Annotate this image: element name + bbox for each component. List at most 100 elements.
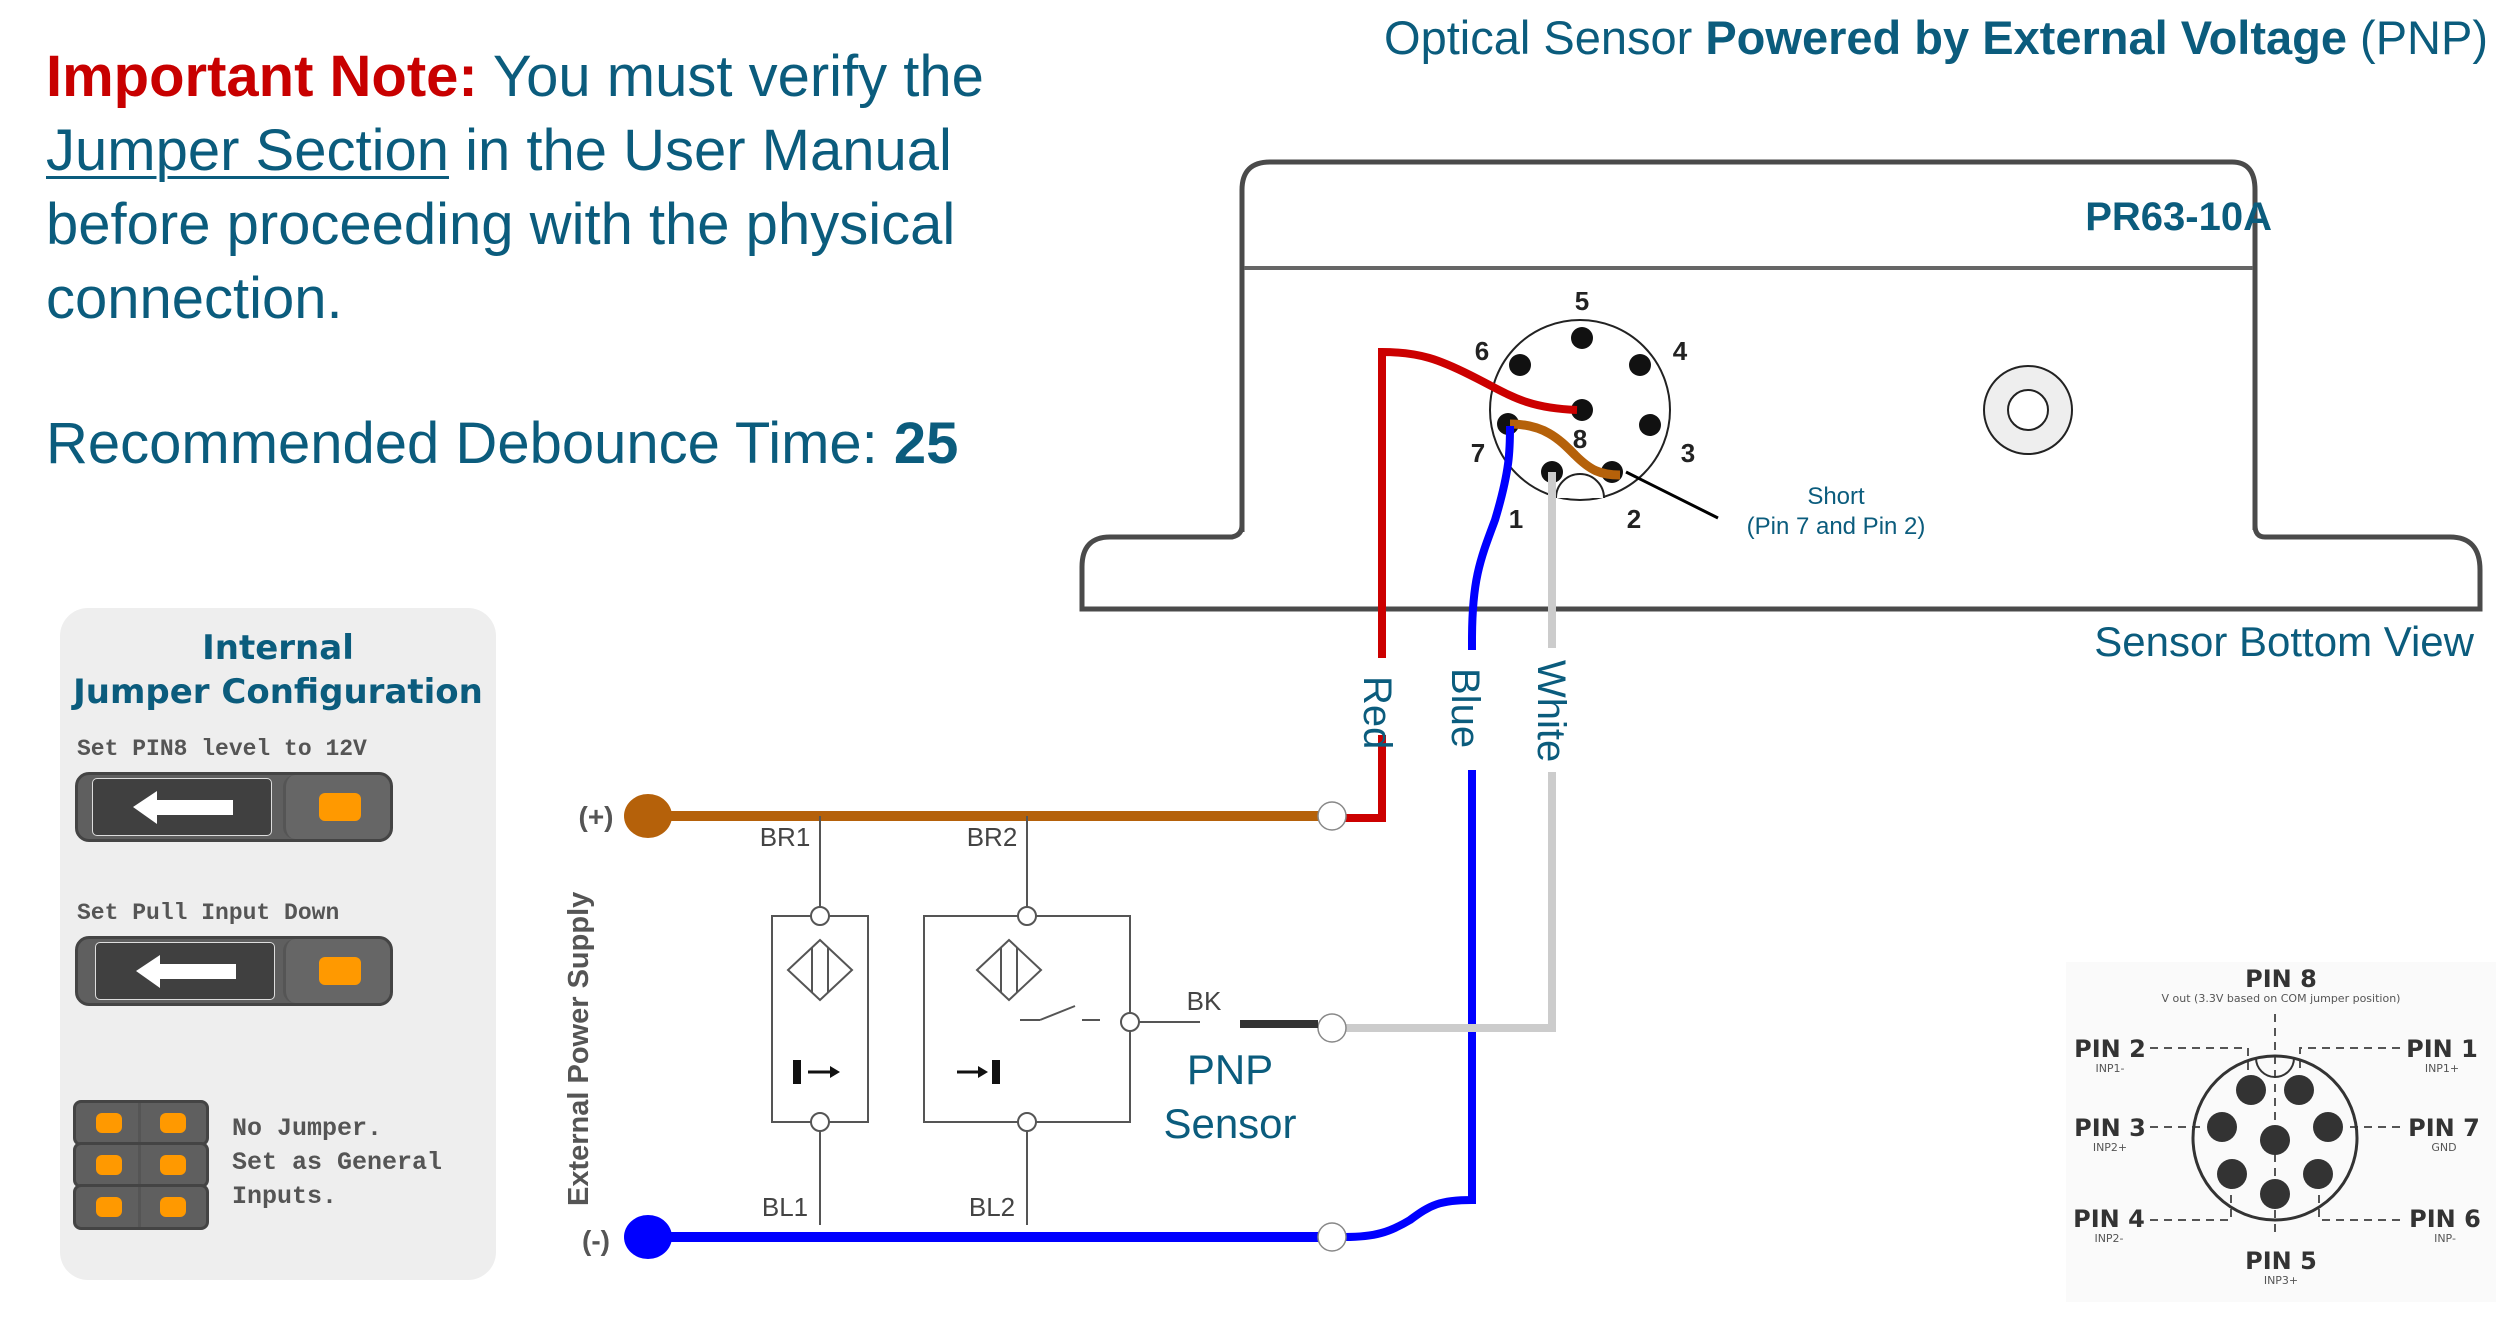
bl2-label: BL2 (969, 1192, 1015, 1222)
pinmap-label-7: PIN 7 GND (2400, 1115, 2488, 1155)
connector-pin-8 (1571, 399, 1593, 421)
jumper-setting-2-label: Set Pull Input Down (77, 900, 340, 926)
short-label: Short (1807, 483, 1865, 510)
pin-desc: INP2+ (2092, 1141, 2128, 1154)
positive-terminal (624, 794, 672, 838)
positive-label: (+) (579, 801, 614, 832)
pin-name: PIN 2 (2074, 1035, 2146, 1063)
pinmap-pin-3 (2207, 1112, 2237, 1142)
external-power-supply-label: External Power Supply (563, 892, 595, 1206)
short-pins-label: (Pin 7 and Pin 2) (1747, 513, 1926, 540)
pin-label-1: 1 (1509, 504, 1523, 534)
pin-label-6: 6 (1475, 336, 1489, 366)
junction-signal (1317, 1013, 1347, 1043)
pin-map-reference: PIN 8 V out (3.3V based on COM jumper po… (2066, 962, 2496, 1302)
pin-name: PIN 3 (2074, 1114, 2146, 1142)
pin-label-3: 3 (1681, 438, 1695, 468)
pinmap-label-3: PIN 3 INP2+ (2070, 1115, 2150, 1155)
wire-label-blue: Blue (1443, 668, 1487, 748)
pinmap-label-2: PIN 2 INP1- (2070, 1036, 2150, 1076)
connector-pin-3 (1639, 414, 1661, 436)
connector-pin-5 (1571, 327, 1593, 349)
pinmap-pin-4 (2217, 1159, 2247, 1189)
pin-label-5: 5 (1575, 286, 1589, 316)
br1-terminal (810, 906, 830, 926)
pin-name: PIN 6 (2409, 1205, 2481, 1233)
bl1-label: BL1 (762, 1192, 808, 1222)
device-model: PR63-10A (2085, 195, 2272, 239)
mounting-hole-icon (1983, 365, 2073, 455)
arrow-left-icon (133, 791, 233, 824)
wire-red-lower (1345, 735, 1386, 822)
wire-white-lower (1345, 772, 1556, 1032)
pinmap-pin-2 (2236, 1075, 2266, 1105)
pin-name: PIN 8 (2245, 965, 2317, 993)
bl2-terminal (1017, 1112, 1037, 1132)
jumper-setting-3-line2: Set as General (232, 1148, 443, 1177)
pinmap-pin-8 (2260, 1125, 2290, 1155)
pin-name: PIN 4 (2073, 1205, 2145, 1233)
connector-pin-6 (1509, 354, 1531, 376)
pinmap-pin-1 (2284, 1075, 2314, 1105)
jumper-panel-title: Internal Jumper Configuration (60, 626, 496, 714)
jumper-panel-title-line1: Internal (202, 628, 354, 668)
connector-pin-4 (1629, 354, 1651, 376)
pinmap-label-5: PIN 5 INP3+ (2066, 1248, 2496, 1288)
jumper-cap (92, 778, 272, 836)
jumper-setting-3-label: No Jumper. Set as General Inputs. (232, 1112, 442, 1214)
pin-map-connector (2150, 1014, 2400, 1234)
note-text-2: in the User Manual before proceeding wit… (46, 118, 956, 331)
pin-desc: INP3+ (2263, 1274, 2299, 1287)
title-prefix: Optical Sensor (1384, 11, 1706, 64)
wire-brown-short (1509, 419, 1621, 480)
junction-negative (1317, 1222, 1347, 1252)
jumper-setting-1 (75, 772, 393, 842)
short-leader-line (1625, 470, 1719, 520)
pin-name: PIN 1 (2406, 1035, 2478, 1063)
jumper-section-link[interactable]: Jumper Section (46, 118, 449, 183)
sensor-connector: 5 6 4 8 7 3 1 2 (1471, 286, 1695, 534)
pin-label-8: 8 (1573, 424, 1587, 454)
junction-positive (1317, 801, 1347, 831)
title-suffix: (PNP) (2347, 11, 2488, 64)
diagram-title: Optical Sensor Powered by External Volta… (1384, 10, 2488, 65)
pin-desc: INP2- (2094, 1232, 2124, 1245)
arrow-left-icon (136, 955, 236, 988)
jumper-setting-1-label: Set PIN8 level to 12V (77, 736, 367, 762)
jumper-config-panel: Internal Jumper Configuration Set PIN8 l… (60, 608, 496, 1280)
pin-name: PIN 5 (2245, 1247, 2317, 1275)
pnp-label: PNP (1187, 1046, 1273, 1093)
output-terminal (1120, 1012, 1140, 1032)
pin-label-7: 7 (1471, 438, 1485, 468)
pinmap-label-4: PIN 4 INP2- (2068, 1206, 2150, 1246)
pin-desc: INP1- (2095, 1062, 2125, 1075)
important-note-label: Important Note: (46, 44, 478, 109)
jumper-pin-pad (319, 957, 361, 985)
note-text-1: You must verify the (477, 44, 984, 109)
wire-blue-lower (1344, 770, 1476, 1241)
pin-desc: INP- (2434, 1232, 2456, 1245)
jumper-panel-title-line2: Jumper Configuration (73, 672, 483, 712)
wire-label-white: White (1529, 660, 1573, 762)
pin-label-4: 4 (1673, 336, 1688, 366)
jumper-pin-pad (319, 793, 361, 821)
sensor-emitter-icon (793, 1060, 840, 1084)
wire-label-red: Red (1355, 676, 1399, 749)
pin-desc: V out (3.3V based on COM jumper position… (2161, 992, 2401, 1005)
jumper-setting-2 (75, 936, 393, 1006)
debounce-label: Recommended Debounce Time: (46, 411, 894, 476)
debounce-time: Recommended Debounce Time: 25 (46, 410, 958, 477)
device-outline (1079, 159, 2483, 612)
sensor-bottom-view-label: Sensor Bottom View (2094, 618, 2474, 665)
jumper-setting-3-line1: No Jumper. (232, 1114, 383, 1143)
bl1-terminal (810, 1112, 830, 1132)
br2-label: BR2 (967, 822, 1018, 852)
wire-blue (1468, 425, 1514, 650)
sensor-label: Sensor (1163, 1100, 1296, 1147)
pin-desc: INP1+ (2424, 1062, 2460, 1075)
br1-label: BR1 (760, 822, 811, 852)
pinmap-pin-6 (2303, 1159, 2333, 1189)
important-note: Important Note: You must verify the Jump… (46, 40, 1026, 336)
pinmap-pin-5 (2260, 1179, 2290, 1209)
